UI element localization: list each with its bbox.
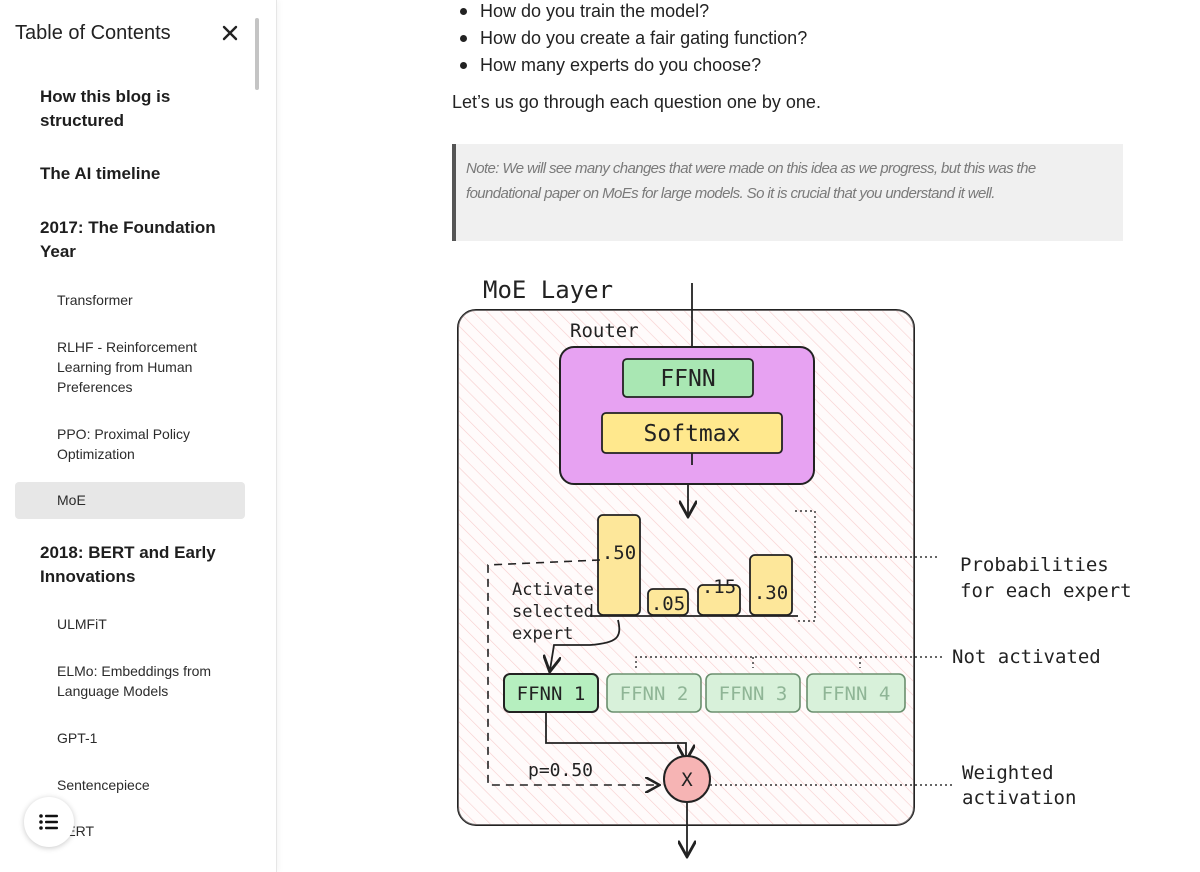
article-paragraph: Let’s us go through each question one by… bbox=[452, 92, 821, 112]
toc-item-2017-the-foundation-year[interactable]: 2017: The Foundation Year bbox=[40, 218, 216, 261]
expert-ffnn-2-label: FFNN 2 bbox=[620, 683, 689, 705]
toc-item-moe[interactable]: MoE bbox=[57, 492, 86, 508]
softmax-label: Softmax bbox=[644, 421, 741, 447]
probability-bar bbox=[697, 584, 741, 616]
activate-label-line1: Activate bbox=[512, 580, 594, 600]
probability-value: .15 bbox=[702, 576, 736, 598]
note-callout: Note: We will see many changes that were… bbox=[452, 144, 1123, 241]
diagram-title: MoE Layer bbox=[483, 276, 613, 304]
activate-label-line2: selected bbox=[512, 602, 594, 622]
weighted-label-line2: activation bbox=[962, 787, 1076, 809]
probabilities-label-line1: Probabilities bbox=[960, 554, 1109, 576]
toc-item-ppo[interactable]: PPO: Proximal Policy Optimization bbox=[57, 426, 191, 462]
toc-item-transformer[interactable]: Transformer bbox=[57, 292, 133, 308]
router-label: Router bbox=[570, 320, 639, 342]
toc-title: Table of Contents bbox=[15, 22, 171, 44]
probability-value: .30 bbox=[754, 582, 788, 604]
ffnn-box bbox=[622, 358, 754, 398]
table-of-contents-sidebar: Table of Contents How this blog is struc… bbox=[0, 0, 277, 872]
close-icon[interactable] bbox=[215, 18, 245, 48]
moe-layer-diagram: MoE Layer Router FFNN Softmax .50 .05 .15.… bbox=[457, 276, 1132, 865]
toc-item-rlhf[interactable]: RLHF - Reinforcement Learning from Human… bbox=[57, 339, 198, 395]
toc-active-highlight bbox=[15, 482, 245, 519]
multiply-label: X bbox=[681, 769, 693, 791]
toc-item-sentencepiece[interactable]: Sentencepiece bbox=[57, 777, 150, 793]
expert-ffnn-3 bbox=[705, 673, 801, 713]
toc-item-ulmfit[interactable]: ULMFiT bbox=[57, 616, 107, 632]
ffnn-label: FFNN bbox=[660, 366, 715, 392]
probability-value: .05 bbox=[651, 593, 685, 615]
expert-ffnn-3-label: FFNN 3 bbox=[719, 683, 788, 705]
probabilities-label-line2: for each expert bbox=[960, 580, 1132, 602]
toc-header: Table of Contents bbox=[15, 22, 245, 50]
list-item: How do you create a fair gating function… bbox=[460, 25, 807, 52]
probability-bars: .50 .05 .15 .30 bbox=[597, 514, 793, 616]
not-activated-label: Not activated bbox=[952, 646, 1101, 668]
expert-ffnn-1-label: FFNN 1 bbox=[517, 683, 586, 705]
expert-ffnn-4 bbox=[806, 673, 906, 713]
toc-item-bert[interactable]: BERT bbox=[57, 823, 95, 839]
weight-label: p=0.50 bbox=[528, 760, 593, 781]
probability-bar bbox=[647, 588, 689, 616]
note-text: Note: We will see many changes that were… bbox=[466, 160, 1036, 202]
probability-bar bbox=[749, 554, 793, 616]
toc-item-2018-bert-and-early-innovations[interactable]: 2018: BERT and Early Innovations bbox=[40, 543, 216, 586]
sidebar-scrollbar[interactable] bbox=[255, 18, 259, 90]
expert-ffnn-1 bbox=[503, 673, 599, 713]
weighted-label-line1: Weighted bbox=[962, 762, 1054, 784]
list-item: How many experts do you choose? bbox=[460, 52, 807, 79]
activate-label-line3: expert bbox=[512, 624, 573, 644]
toc-item-elmo[interactable]: ELMo: Embeddings from Language Models bbox=[57, 663, 212, 699]
probability-value: .50 bbox=[602, 542, 636, 564]
expert-ffnn-4-label: FFNN 4 bbox=[822, 683, 891, 705]
list-item: How do you train the model? bbox=[460, 0, 807, 25]
toc-item-gpt-1[interactable]: GPT-1 bbox=[57, 730, 98, 746]
toc-item-how-this-blog-is-structured[interactable]: How this blog is structured bbox=[40, 87, 171, 130]
expert-output-arrow bbox=[545, 712, 686, 759]
list-icon bbox=[39, 814, 58, 830]
toc-menu-button[interactable] bbox=[24, 797, 74, 847]
question-list: How do you train the model? How do you c… bbox=[460, 0, 807, 79]
toc-item-the-ai-timeline[interactable]: The AI timeline bbox=[40, 164, 161, 183]
activate-arrow bbox=[550, 619, 621, 670]
probability-bar bbox=[597, 514, 641, 616]
weight-dashed-line bbox=[487, 559, 658, 785]
expert-ffnn-2 bbox=[606, 673, 702, 713]
